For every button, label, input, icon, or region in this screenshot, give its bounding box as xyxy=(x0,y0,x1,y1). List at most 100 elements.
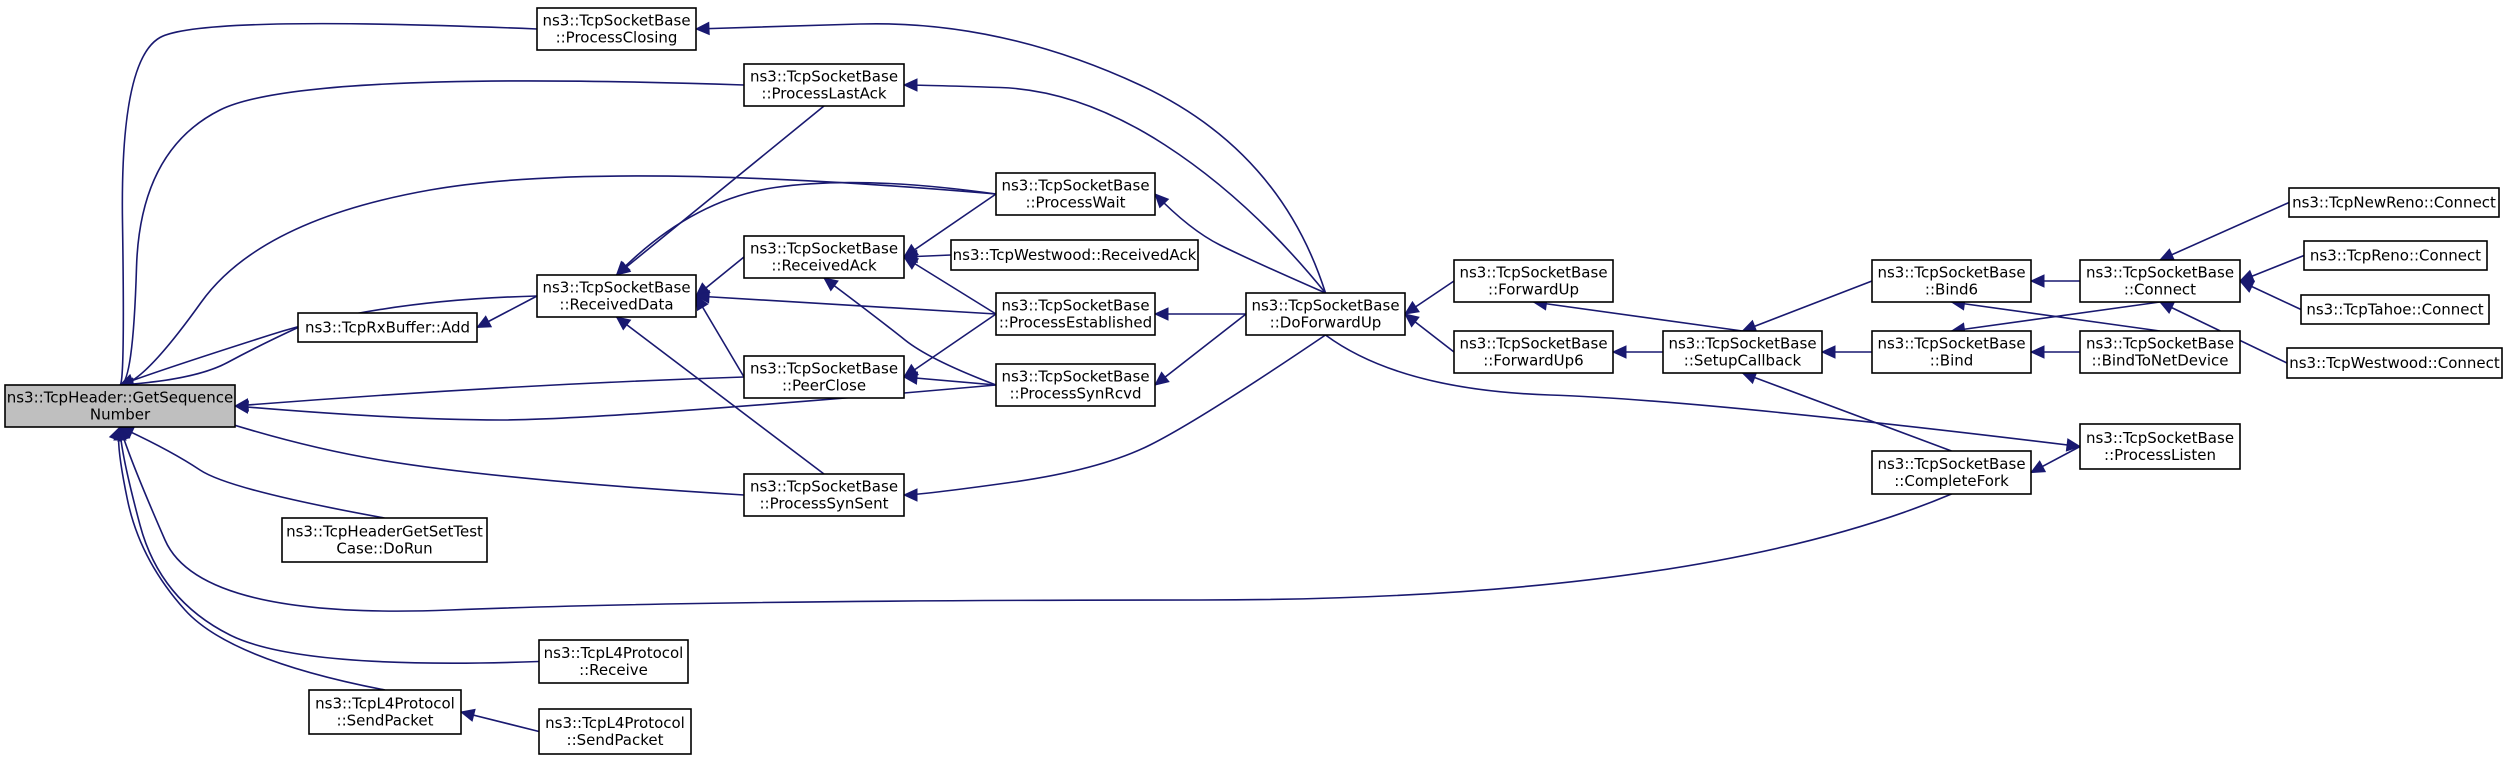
edge-line xyxy=(119,175,997,386)
node-box[interactable] xyxy=(743,473,905,517)
node-label-line: ::ReceivedAck xyxy=(771,257,877,275)
node-box[interactable] xyxy=(1662,330,1823,374)
node-box[interactable] xyxy=(538,708,692,755)
edge-line xyxy=(119,22,538,386)
node-label-line: ::ProcessListen xyxy=(2104,446,2216,464)
edges-layer xyxy=(108,21,2305,733)
node-label-line: ns3::TcpSocketBase xyxy=(750,68,898,86)
edge-processSynRcvd-to-receivedAck xyxy=(823,277,997,386)
node-completeFork[interactable]: ns3::TcpSocketBase::CompleteFork xyxy=(1871,450,2032,495)
node-box[interactable] xyxy=(1871,330,2032,374)
node-box[interactable] xyxy=(2286,347,2503,379)
edge-processEstablished-to-receivedAck xyxy=(902,256,997,315)
edge-line xyxy=(119,426,1952,612)
edge-doForwardUp-to-processListen xyxy=(1325,334,2082,452)
node-tahoeConnect[interactable]: ns3::TcpTahoe::Connect xyxy=(2300,294,2490,325)
node-box[interactable] xyxy=(2288,187,2500,218)
node-box[interactable] xyxy=(995,172,1156,216)
node-forwardUp6[interactable]: ns3::TcpSocketBase::ForwardUp6 xyxy=(1453,330,1614,374)
node-bind[interactable]: ns3::TcpSocketBase::Bind xyxy=(1871,330,2032,374)
node-receivedAck[interactable]: ns3::TcpSocketBase::ReceivedAck xyxy=(743,235,905,279)
node-westwoodReceivedAck[interactable]: ns3::TcpWestwood::ReceivedAck xyxy=(950,239,1199,271)
node-processWait[interactable]: ns3::TcpSocketBase::ProcessWait xyxy=(995,172,1156,216)
node-label-line: ns3::TcpWestwood::Connect xyxy=(2289,354,2500,372)
node-receivedData[interactable]: ns3::TcpSocketBase::ReceivedData xyxy=(536,274,697,318)
node-box[interactable] xyxy=(2300,294,2490,325)
node-box[interactable] xyxy=(743,63,905,107)
node-processEstablished[interactable]: ns3::TcpSocketBase::ProcessEstablished xyxy=(995,292,1156,336)
node-box[interactable] xyxy=(1453,259,1614,303)
node-box[interactable] xyxy=(1453,330,1614,374)
node-box[interactable] xyxy=(538,639,689,684)
edge-processSynRcvd-to-root xyxy=(233,384,997,421)
node-box[interactable] xyxy=(308,689,462,735)
node-box[interactable] xyxy=(297,312,478,343)
node-processSynSent[interactable]: ns3::TcpSocketBase::ProcessSynSent xyxy=(743,473,905,517)
node-box[interactable] xyxy=(281,517,488,563)
edge-processSynSent-to-receivedData xyxy=(615,316,825,475)
edge-peerClose-to-receivedData xyxy=(695,294,745,378)
node-box[interactable] xyxy=(995,363,1156,407)
node-label-line: ns3::TcpSocketBase xyxy=(750,360,898,378)
node-setupCallback[interactable]: ns3::TcpSocketBase::SetupCallback xyxy=(1662,330,1823,374)
node-forwardUp[interactable]: ns3::TcpSocketBase::ForwardUp xyxy=(1453,259,1614,303)
edge-processEstablished-to-peerClose xyxy=(903,313,997,378)
edge-line xyxy=(2159,201,2290,261)
node-box[interactable] xyxy=(950,239,1199,271)
node-label-line: ns3::TcpL4Protocol xyxy=(545,714,685,732)
node-box[interactable] xyxy=(536,274,697,318)
node-box[interactable] xyxy=(995,292,1156,336)
node-rxBufferAdd[interactable]: ns3::TcpRxBuffer::Add xyxy=(297,312,478,343)
node-box[interactable] xyxy=(743,235,905,279)
node-box[interactable] xyxy=(743,355,905,399)
node-peerClose[interactable]: ns3::TcpSocketBase::PeerClose xyxy=(743,355,905,399)
node-label-line: ::ProcessSynSent xyxy=(759,495,888,513)
arrowhead xyxy=(1154,193,1170,209)
node-bind6[interactable]: ns3::TcpSocketBase::Bind6 xyxy=(1871,259,2032,303)
node-label-line: ns3::TcpSocketBase xyxy=(1877,264,2025,282)
edge-line xyxy=(1154,193,1326,294)
node-box[interactable] xyxy=(2079,259,2241,303)
node-newRenoConnect[interactable]: ns3::TcpNewReno::Connect xyxy=(2288,187,2500,218)
node-processLastAck[interactable]: ns3::TcpSocketBase::ProcessLastAck xyxy=(743,63,905,107)
node-box[interactable] xyxy=(1871,259,2032,303)
edge-line xyxy=(616,316,825,475)
node-box[interactable] xyxy=(536,7,697,51)
node-processListen[interactable]: ns3::TcpSocketBase::ProcessListen xyxy=(2079,423,2241,470)
arrowhead xyxy=(2158,248,2176,261)
node-processSynRcvd[interactable]: ns3::TcpSocketBase::ProcessSynRcvd xyxy=(995,363,1156,407)
node-box[interactable] xyxy=(2079,423,2241,470)
node-box[interactable] xyxy=(1245,292,1406,336)
arrowhead xyxy=(1404,313,1420,328)
edge-peerClose-to-root xyxy=(233,376,745,412)
arrowhead xyxy=(615,316,632,331)
edge-line xyxy=(615,181,997,276)
edge-connect-to-bind6 xyxy=(2029,274,2080,288)
node-label-line: ::CompleteFork xyxy=(1894,472,2009,490)
node-box[interactable] xyxy=(4,384,236,428)
node-box[interactable] xyxy=(2303,240,2488,271)
node-label-line: ns3::TcpRxBuffer::Add xyxy=(305,319,470,337)
node-box[interactable] xyxy=(1871,450,2032,495)
node-label-line: ::Connect xyxy=(2124,281,2196,299)
node-label-line: ::ForwardUp6 xyxy=(1483,352,1583,370)
edge-line xyxy=(1325,334,2081,448)
node-l4SendPacketA[interactable]: ns3::TcpL4Protocol::SendPacket xyxy=(308,689,462,735)
node-l4Receive[interactable]: ns3::TcpL4Protocol::Receive xyxy=(538,639,689,684)
node-bindToNetDevice[interactable]: ns3::TcpSocketBase::BindToNetDevice xyxy=(2079,330,2241,374)
node-doForwardUp[interactable]: ns3::TcpSocketBase::DoForwardUp xyxy=(1245,292,1406,336)
node-renoConnect[interactable]: ns3::TcpReno::Connect xyxy=(2303,240,2488,271)
node-label-line: ns3::TcpHeaderGetSetTest xyxy=(286,523,483,541)
edge-line xyxy=(234,384,997,421)
edge-tahoeConnect-to-connect xyxy=(2238,280,2302,311)
node-l4SendPacketB[interactable]: ns3::TcpL4Protocol::SendPacket xyxy=(538,708,692,755)
edge-line xyxy=(823,277,997,386)
node-westwoodConnect[interactable]: ns3::TcpWestwood::Connect xyxy=(2286,347,2503,379)
node-label-line: ::DoForwardUp xyxy=(1270,314,1382,332)
node-box[interactable] xyxy=(2079,330,2241,374)
node-label-line: ::Bind6 xyxy=(1925,281,1978,299)
node-processClosing[interactable]: ns3::TcpSocketBase::ProcessClosing xyxy=(536,7,697,51)
node-connect[interactable]: ns3::TcpSocketBase::Connect xyxy=(2079,259,2241,303)
